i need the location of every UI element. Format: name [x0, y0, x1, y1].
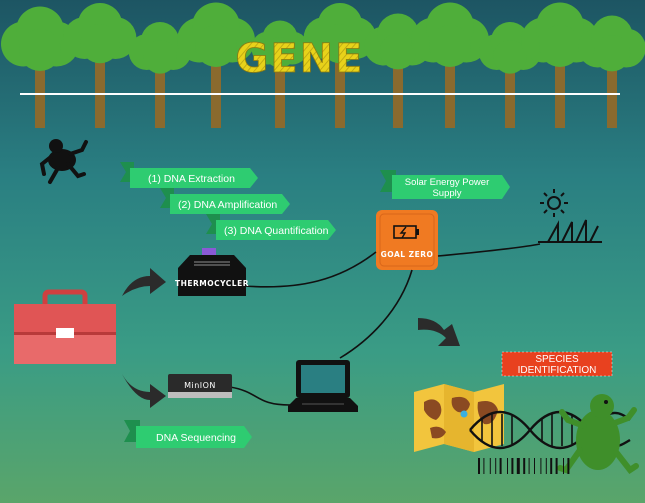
barcode-bar [545, 458, 547, 474]
barcode-bar [499, 458, 502, 474]
solar-label-line2: Supply [432, 188, 461, 199]
barcode-bar [563, 458, 564, 474]
step-quantification: (3) DNA Quantification [206, 214, 336, 240]
solar-label-line1: Solar Energy Power [405, 177, 489, 188]
step-quantification-label: (3) DNA Quantification [224, 225, 329, 237]
goal-zero-label: GOAL ZERO [381, 250, 434, 259]
species-identification-banner: SPECIES IDENTIFICATION [501, 351, 613, 377]
location-pin-icon [460, 410, 468, 418]
tree-row [1, 2, 645, 128]
tree-trunk [35, 66, 45, 128]
barcode-bar [550, 458, 553, 474]
step-sequencing-label: DNA Sequencing [156, 432, 236, 444]
species-label-line1: SPECIES [535, 354, 579, 365]
barcode-bar [489, 458, 491, 474]
minion-device: MinION [168, 374, 232, 398]
cables [229, 243, 541, 406]
barcode-bar [555, 458, 558, 474]
tree-trunk [393, 64, 403, 128]
cable-thermocycler-battery [244, 251, 377, 288]
goal-zero-battery: GOAL ZERO [376, 210, 438, 270]
minion-label: MinION [184, 381, 216, 390]
tree-trunk [607, 66, 617, 128]
sun-icon [540, 189, 568, 217]
frog-silhouette-icon [39, 139, 88, 184]
cable-minion-laptop [229, 386, 291, 406]
tree-canopy [80, 23, 120, 64]
step-extraction: (1) DNA Extraction [120, 162, 258, 188]
frog-icon [557, 394, 639, 475]
tree-canopy [493, 40, 527, 74]
tree-canopy [593, 35, 631, 72]
page-title: GENE [236, 36, 365, 82]
laptop-icon [288, 360, 358, 412]
step-amplification: (2) DNA Amplification [160, 188, 290, 214]
arrow-to-identification-icon [418, 318, 460, 346]
step-extraction-label: (1) DNA Extraction [148, 173, 235, 185]
cable-battery-laptop [339, 269, 413, 359]
arrow-to-thermocycler-icon [122, 268, 166, 296]
barcode-bar [567, 458, 570, 474]
solar-energy-label: Solar Energy Power Supply [380, 170, 510, 199]
tree-canopy [539, 25, 581, 67]
tree-trunk [505, 68, 515, 128]
species-label-line2: IDENTIFICATION [518, 365, 597, 376]
thermocycler-device: THERMOCYCLER [175, 248, 249, 296]
barcode-bar [495, 458, 497, 474]
barcode-bar [483, 458, 485, 474]
step-amplification-label: (2) DNA Amplification [178, 199, 277, 211]
toolbox-icon [14, 289, 116, 364]
barcode-bar [528, 458, 530, 474]
barcode-bar [511, 458, 514, 474]
tree-trunk [155, 68, 165, 128]
cable-battery-solar [437, 243, 541, 257]
barcode-bar [478, 458, 480, 474]
tree-canopy [320, 23, 360, 64]
tree-canopy [195, 25, 237, 67]
barcode-bar [523, 458, 526, 474]
barcode-bar [540, 458, 542, 474]
tree-canopy [143, 40, 177, 74]
thermocycler-label: THERMOCYCLER [175, 279, 249, 288]
title-block: GENE [20, 36, 620, 95]
step-sequencing: DNA Sequencing [124, 420, 252, 448]
tree-canopy [379, 33, 417, 70]
solar-panel-icon [538, 219, 602, 243]
barcode-bar [516, 458, 520, 474]
arrow-to-minion-icon [122, 374, 166, 408]
barcode-icon [478, 458, 570, 474]
barcode-bar [534, 458, 535, 474]
tree-canopy [19, 29, 61, 71]
tree-canopy [264, 37, 296, 68]
tree-canopy [429, 25, 471, 67]
barcode-bar [507, 458, 508, 474]
map-icon [414, 384, 504, 452]
